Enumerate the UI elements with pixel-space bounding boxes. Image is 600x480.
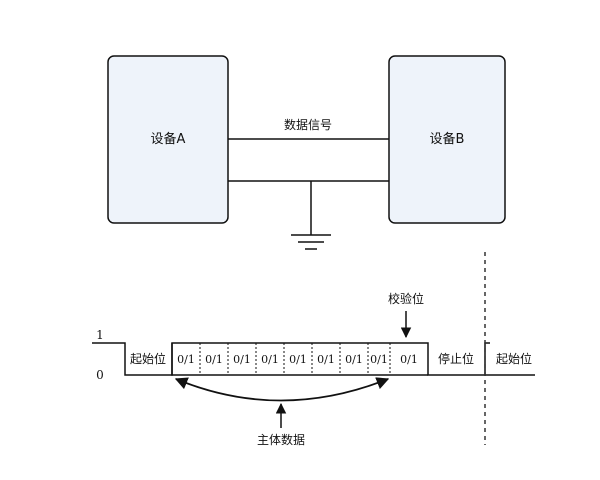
device-a: 设备A	[107, 55, 229, 224]
stop-bit-label: 停止位	[438, 351, 474, 366]
data-bit-label: 0/1	[370, 353, 388, 366]
signal-label: 数据信号	[284, 117, 332, 132]
waveform-bottom	[171, 343, 428, 376]
parity-bit-value: 0/1	[400, 353, 418, 366]
data-bit-label: 0/1	[289, 353, 307, 366]
device-a-label: 设备A	[151, 131, 186, 147]
bit-separators	[199, 343, 391, 375]
payload-annotation: 主体数据	[257, 432, 305, 447]
device-b: 设备B	[388, 55, 506, 224]
data-bit-label: 0/1	[261, 353, 279, 366]
payload-span-arc	[174, 377, 390, 402]
data-bit-label: 0/1	[233, 353, 251, 366]
parity-annotation: 校验位	[388, 291, 424, 306]
ground-icon	[291, 234, 331, 250]
data-bit-label: 0/1	[317, 353, 335, 366]
level-high-label: 1	[96, 328, 104, 342]
data-bit-label: 0/1	[205, 353, 223, 366]
data-bit-label: 0/1	[345, 353, 363, 366]
device-b-label: 设备B	[430, 131, 465, 147]
level-low-label: 0	[96, 368, 104, 382]
next-start-bit-label: 起始位	[496, 351, 532, 366]
data-bit-label: 0/1	[177, 353, 195, 366]
start-bit-label: 起始位	[130, 351, 166, 366]
